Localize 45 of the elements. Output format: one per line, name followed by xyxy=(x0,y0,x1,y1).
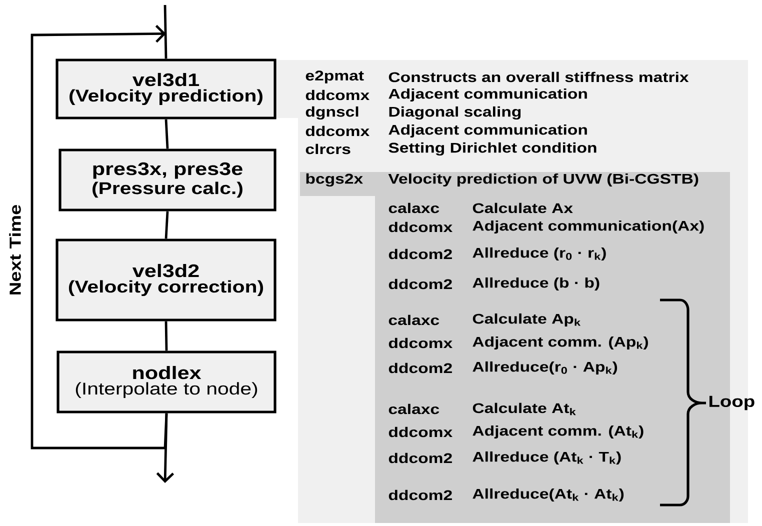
connector xyxy=(164,4,168,59)
routine-name: bcgs2x xyxy=(306,173,363,187)
routine-name: e2pmat xyxy=(306,70,364,84)
routine-description: Adjacent communication(Ax) xyxy=(472,220,704,234)
routine-name: ddcom2 xyxy=(388,452,452,464)
routine-name: calaxc xyxy=(388,202,440,214)
connector xyxy=(164,211,169,239)
routine-description: Calculate Ap$_{k}$ xyxy=(472,313,581,327)
routine-name: ddcom2 xyxy=(388,490,452,500)
routine-name: ddcom2 xyxy=(388,248,452,260)
routine-description: Diagonal scaling xyxy=(389,106,521,120)
routine-description: Setting Dirichlet condition xyxy=(388,142,596,156)
routine-description: Adjacent communication xyxy=(388,124,587,138)
routine-name: ddcomx xyxy=(388,426,452,438)
connector xyxy=(164,119,169,149)
routine-name: ddcomx xyxy=(388,222,452,232)
routine-name: ddcomx xyxy=(306,126,370,136)
routine-description: Constructs an overall stiffness matrix xyxy=(388,72,689,82)
routine-description: Allreduce(At$_{k}$ · At$_{k}$) xyxy=(472,488,624,502)
routine-description: Calculate Ax xyxy=(472,202,573,214)
process-box: vel3d1 (Velocity prediction) xyxy=(56,58,276,120)
routine-name: calaxc xyxy=(388,404,440,414)
routine-description: Allreduce (b · b) xyxy=(472,277,600,291)
process-box: pres3x, pres3e (Pressure calc.) xyxy=(58,148,276,212)
routine-description: Calculate At$_{k}$ xyxy=(472,402,576,416)
connector xyxy=(164,321,168,351)
process-box: vel3d2 (Velocity correction) xyxy=(56,238,276,322)
process-box: nodlex (Interpolate to node) xyxy=(56,350,276,414)
loop-label: Loop xyxy=(710,396,754,410)
routine-description: Allreduce (r$_{0}$ · r$_{k}$) xyxy=(472,247,606,261)
routine-description: Adjacent comm. (At$_{k}$) xyxy=(472,425,644,439)
routine-name: ddcom2 xyxy=(388,362,452,374)
routine-description: Allreduce(r$_{0}$ · Ap$_{k}$) xyxy=(472,361,618,375)
routine-description: Allreduce (At$_{k}$ · T$_{k}$) xyxy=(472,451,621,465)
routine-name: calaxc xyxy=(388,314,440,326)
routine-name: ddcom2 xyxy=(388,278,452,290)
routine-name: ddcomx xyxy=(306,90,370,100)
routine-description: Adjacent comm. (Ap$_{k}$) xyxy=(472,336,648,350)
routine-name: dgnscl xyxy=(306,106,358,120)
routine-name: ddcomx xyxy=(388,338,452,348)
routine-description: Adjacent communication xyxy=(388,88,587,102)
routine-name: clrcrs xyxy=(306,144,350,154)
connector xyxy=(30,24,168,450)
routine-description: Velocity prediction of UVW (Bi-CGSTB) xyxy=(388,173,698,187)
side-label: Next Time xyxy=(9,204,21,294)
